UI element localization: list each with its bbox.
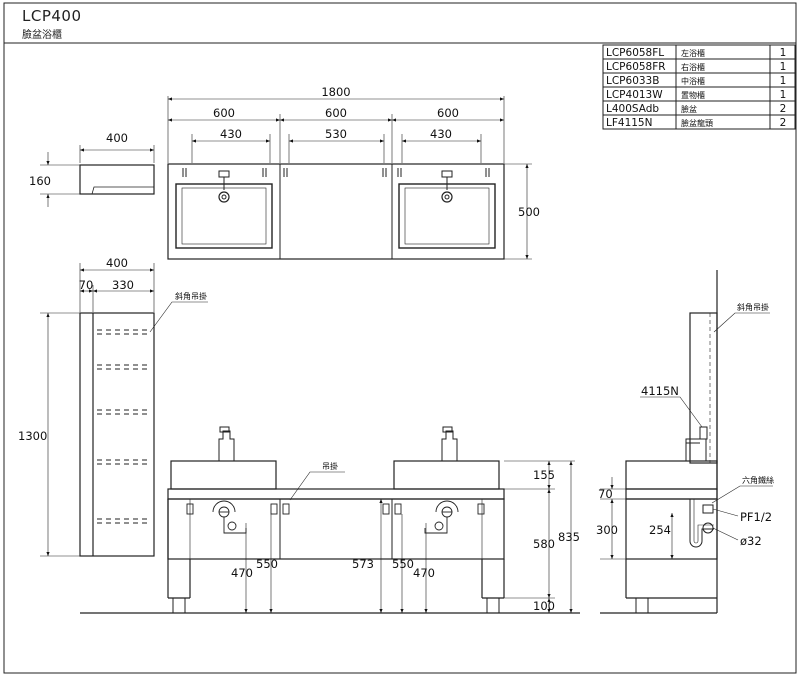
dim-box-height: 160 [29,174,51,188]
part-code: LF4115N [606,117,652,129]
part-name: 臉盆 [681,104,697,114]
dim-cabinet-width: 400 [106,256,128,270]
part-name: 置物櫃 [681,90,705,100]
part-name: 右浴櫃 [681,62,705,72]
part-code: LCP6058FR [606,61,666,73]
part-name: 左浴櫃 [681,48,705,58]
part-qty: 1 [780,61,787,73]
dim-overall-width: 1800 [321,85,350,99]
part-code: LCP4013W [606,89,663,101]
parts-table [602,44,796,130]
tall-cabinet [40,263,208,557]
part-code: L400SAdb [606,103,659,115]
dim-cabinet-height: 580 [533,537,555,551]
parts-table-text: LCP6058FL 左浴櫃 1 LCP6058FR 右浴櫃 1 LCP6033B… [606,47,786,129]
dim-inner-width: 530 [325,127,347,141]
dim-depth: 500 [518,205,540,219]
side-view-dims: 斜角吊掛 4115N 六角鐵絲 PF1/2 ø32 70 300 254 [596,302,774,548]
dim-inner-width: 430 [220,127,242,141]
dim-leg-height: 100 [533,599,555,613]
front-view-dims: 吊掛 470 550 573 550 470 155 580 835 100 [231,461,580,613]
dim-side: 300 [596,523,618,537]
drawing-subtitle: 臉盆浴櫃 [22,30,62,41]
top-view [167,96,532,260]
dim-basin-height: 155 [533,468,555,482]
top-view-dims: 1800 600 600 600 430 530 430 500 [213,85,540,219]
dim-front: 550 [256,557,278,571]
side-view [600,270,773,614]
dim-front: 573 [352,557,374,571]
front-view [80,426,580,614]
part-code: LCP6058FL [606,47,664,59]
hanger-label: 斜角吊掛 [175,291,207,301]
dim-side: 70 [598,487,613,501]
part-name: 臉盆龍頭 [681,118,713,128]
dim-box-width: 400 [106,131,128,145]
title-block: LCP400 臉盆浴櫃 [22,7,82,41]
dim-front: 470 [231,566,253,580]
front-hanger-label: 吊掛 [322,461,338,471]
dim-module-width: 600 [325,106,347,120]
dim-module-width: 600 [437,106,459,120]
dim-cabinet-part: 330 [112,278,134,292]
dim-side: 254 [649,523,671,537]
part-name: 中浴櫃 [681,76,705,86]
sheet-border [3,2,797,674]
side-hanger-label: 斜角吊掛 [737,302,769,312]
part-qty: 1 [780,75,787,87]
dim-total-height: 835 [558,530,580,544]
faucet-label: 4115N [641,384,679,398]
part-qty: 1 [780,47,787,59]
dim-cabinet-part: 70 [79,278,94,292]
drain-diameter-label: ø32 [740,534,762,548]
side-box-dims: 400 160 [29,131,128,188]
part-qty: 1 [780,89,787,101]
dim-front: 470 [413,566,435,580]
dim-inner-width: 430 [430,127,452,141]
valve-label: 六角鐵絲 [742,475,774,485]
part-qty: 2 [780,103,787,115]
dim-cabinet-height: 1300 [18,429,47,443]
part-qty: 2 [780,117,787,129]
dim-module-width: 600 [213,106,235,120]
pipe-thread-label: PF1/2 [740,510,772,524]
part-code: LCP6033B [606,75,659,87]
drawing-title: LCP400 [22,7,82,25]
dim-front: 550 [392,557,414,571]
side-box [40,145,155,207]
tall-cabinet-dims: 400 70 330 1300 斜角吊掛 [18,256,207,443]
